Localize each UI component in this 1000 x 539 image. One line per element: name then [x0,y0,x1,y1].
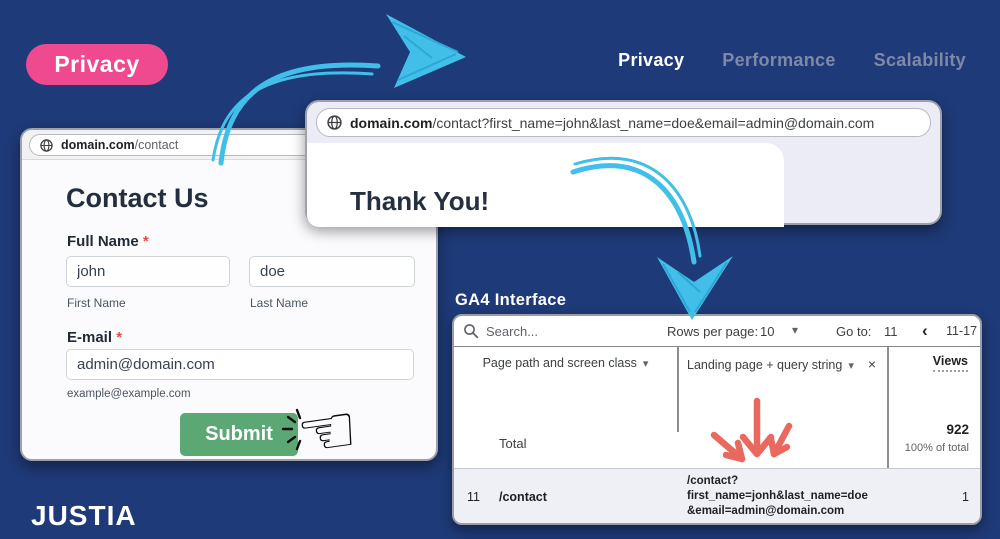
address-bar[interactable]: domain.com/contact?first_name=john&last_… [316,108,931,137]
last-name-hint: Last Name [250,296,309,310]
ga4-report-panel: Search... Rows per page: 10 ▾ Go to: 11 … [452,314,982,525]
column-header-views[interactable]: Views [932,354,968,372]
last-name-input[interactable] [249,256,415,287]
total-views-value: 922 [946,422,969,437]
justia-logo: JUSTIA [31,500,137,531]
column-divider [887,347,889,523]
chevron-down-icon[interactable]: ▾ [848,360,854,372]
globe-icon [40,138,53,152]
email-label: E-mail * [67,329,123,346]
search-input[interactable]: Search... [486,324,539,339]
row-index: 11 [467,490,480,504]
full-name-label: Full Name * [67,233,149,250]
top-navigation: Privacy Performance Scalability [618,50,966,71]
search-icon[interactable] [463,323,479,339]
close-icon[interactable]: × [867,356,877,372]
total-row-label: Total [499,436,527,451]
goto-input[interactable]: 11 [884,324,898,339]
column-header-page-path[interactable]: Page path and screen class▾ [482,356,649,370]
row-page-path: /contact [499,490,547,504]
globe-icon [327,115,342,130]
page-range-indicator: 11-17 [946,324,978,338]
required-asterisk: * [116,329,123,346]
first-name-hint: First Name [67,296,126,310]
nav-item-scalability[interactable]: Scalability [873,50,966,70]
ga4-toolbar: Search... Rows per page: 10 ▾ Go to: 11 … [454,316,980,347]
ga4-interface-caption: GA4 Interface [455,291,567,309]
previous-page-chevron-icon[interactable]: ‹ [922,321,928,340]
rows-per-page-select[interactable]: 10 [760,324,775,339]
total-views-percent: 100% of total [904,442,969,454]
row-views-value: 1 [962,490,969,504]
chevron-down-icon[interactable]: ▾ [642,358,649,370]
privacy-badge: Privacy [26,44,168,85]
row-divider [454,468,980,469]
email-input[interactable] [66,349,414,380]
row-landing-page-query: /contact? first_name=jonh&last_name=doe … [687,475,868,517]
chevron-down-icon[interactable]: ▾ [792,323,799,337]
table-row [454,469,980,523]
browser-top-bar: domain.com/contact?first_name=john&last_… [307,102,940,142]
goto-label: Go to: [836,324,872,339]
page-content-card [307,143,784,227]
nav-item-performance[interactable]: Performance [722,50,836,70]
thank-you-message: Thank You! [350,186,490,216]
required-asterisk: * [142,233,149,250]
nav-item-privacy[interactable]: Privacy [618,50,685,70]
url-text-with-query: domain.com/contact?first_name=john&last_… [350,114,875,131]
url-text: domain.com/contact [61,138,179,152]
thank-you-window: domain.com/contact?first_name=john&last_… [305,100,942,227]
first-name-input[interactable] [66,256,230,287]
submit-button[interactable]: Submit [180,413,298,456]
email-hint: example@example.com [67,388,191,400]
form-title: Contact Us [66,183,209,213]
column-divider [677,347,679,432]
column-header-landing-page[interactable]: Landing page + query string▾× [687,356,877,372]
rows-per-page-label: Rows per page: [667,324,759,339]
